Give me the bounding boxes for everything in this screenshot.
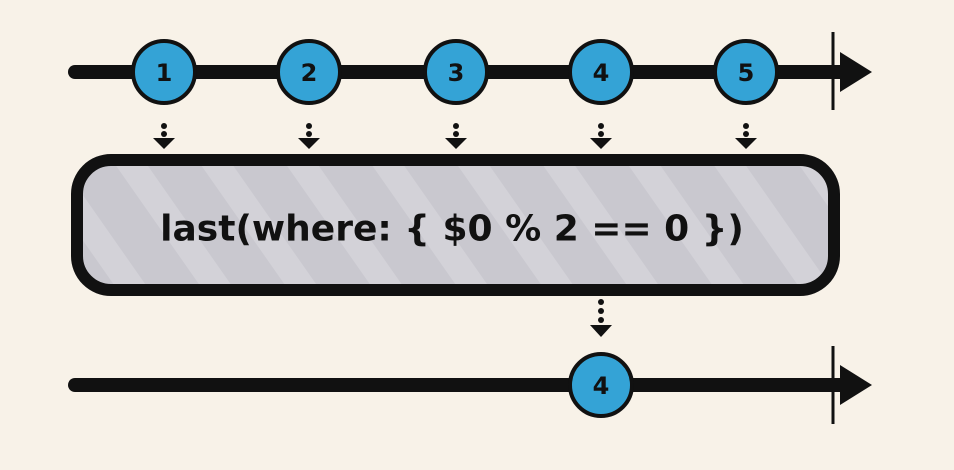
- down-arrow-icon: [735, 123, 757, 149]
- down-arrow-icon: [590, 123, 612, 149]
- output-timeline-arrowhead: [840, 365, 872, 405]
- input-marble-label: 2: [301, 59, 318, 87]
- down-arrow-icon: [298, 123, 320, 149]
- input-marble: 5: [713, 39, 779, 105]
- input-marble-label: 5: [738, 59, 755, 87]
- output-timeline: [68, 346, 872, 424]
- down-arrow-icon: [445, 123, 467, 149]
- input-marble: 2: [276, 39, 342, 105]
- down-arrow-icon: [153, 123, 175, 149]
- input-flow-arrows: [153, 123, 757, 149]
- input-marble-label: 3: [448, 59, 465, 87]
- input-marble: 1: [131, 39, 197, 105]
- output-marble: 4: [568, 352, 634, 418]
- input-timeline-arrowhead: [840, 52, 872, 92]
- input-marble-label: 1: [156, 59, 173, 87]
- operator-label: last(where: { $0 % 2 == 0 }): [160, 209, 744, 250]
- input-marbles: 1 2 3 4 5: [131, 39, 779, 105]
- input-marble-label: 4: [593, 59, 610, 87]
- down-arrow-icon: [590, 299, 612, 337]
- output-marble-label: 4: [593, 372, 610, 400]
- operator-box: last(where: { $0 % 2 == 0 }): [71, 154, 840, 296]
- input-marble: 3: [423, 39, 489, 105]
- output-marbles: 4: [568, 352, 634, 418]
- input-marble: 4: [568, 39, 634, 105]
